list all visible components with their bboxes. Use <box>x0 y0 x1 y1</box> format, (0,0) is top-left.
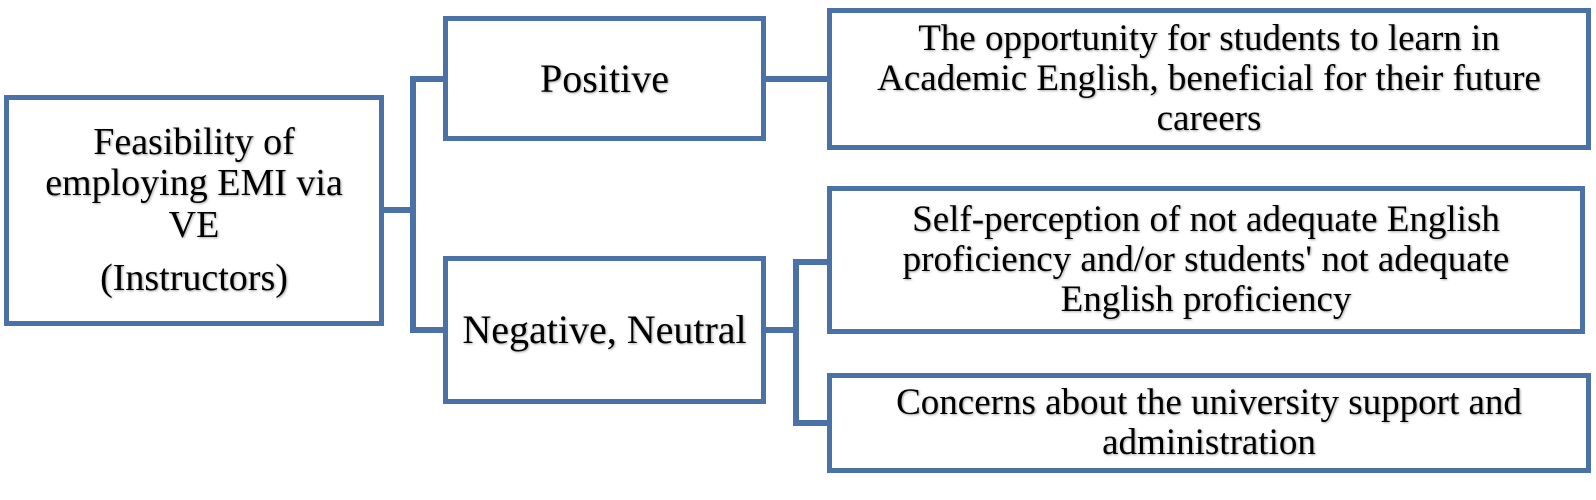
finding-text-line: Concerns about the university support an… <box>896 382 1522 424</box>
finding-text-line: Academic English, beneficial for their f… <box>877 58 1541 100</box>
root-title-line: Feasibility of <box>93 121 295 164</box>
connector-negative-bracket <box>793 259 827 426</box>
finding-text-line: Self-perception of not adequate English <box>912 199 1500 241</box>
finding-node-english-proficiency: Self-perception of not adequate English … <box>827 186 1585 334</box>
finding-text-line: The opportunity for students to learn in <box>918 18 1500 60</box>
connector-root-bracket <box>410 76 443 333</box>
branch-node-negative-neutral: Negative, Neutral <box>443 256 766 404</box>
finding-text-line: careers <box>1156 97 1262 139</box>
finding-text-line: proficiency and/or students' not adequat… <box>902 239 1510 281</box>
finding-text-line: administration <box>1102 422 1316 463</box>
root-title-line: VE <box>168 203 220 246</box>
root-subtitle: (Instructors) <box>100 256 288 299</box>
branch-label-positive: Positive <box>540 55 669 101</box>
branch-label-negative-neutral: Negative, Neutral <box>462 307 747 353</box>
root-title-line: employing EMI via <box>45 162 343 205</box>
finding-text-line: English proficiency <box>1060 278 1352 320</box>
branch-node-positive: Positive <box>443 16 766 141</box>
root-node-feasibility: Feasibility of employing EMI via VE (Ins… <box>4 95 384 326</box>
finding-node-academic-english-opportunity: The opportunity for students to learn in… <box>827 8 1591 150</box>
finding-node-university-support: Concerns about the university support an… <box>827 373 1591 473</box>
